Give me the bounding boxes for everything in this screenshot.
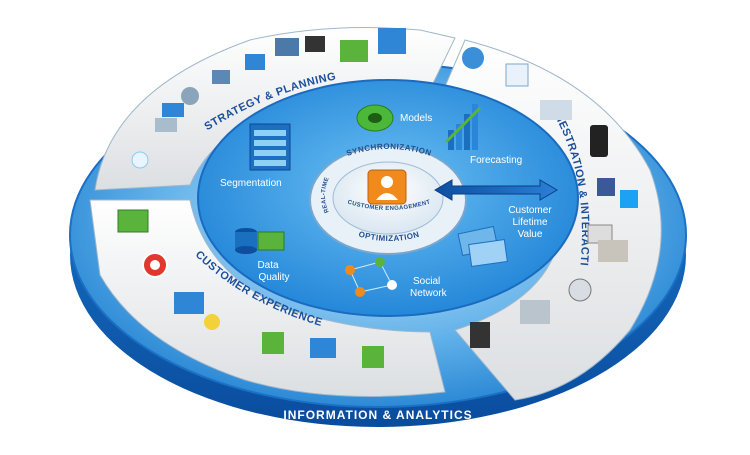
email-at-icon — [568, 278, 592, 302]
social-network-label-1: Social — [413, 276, 440, 287]
data-quality-label-2: Quality — [258, 272, 289, 283]
card-reader-icon — [470, 322, 490, 348]
segment-customer-experience — [89, 199, 446, 397]
clv-label-3: Value — [518, 229, 543, 240]
chart-icon — [162, 103, 184, 117]
monitor-icon — [174, 292, 204, 314]
social-network-icon — [345, 257, 397, 297]
feedback-screen-icon — [117, 209, 149, 233]
segmentation-label: Segmentation — [220, 178, 282, 189]
user-card-icon — [505, 63, 529, 87]
data-quality-database-icon — [235, 228, 285, 254]
customer-person-icon — [367, 169, 407, 205]
information-analytics-label: INFORMATION & ANALYTICS — [283, 408, 472, 422]
smiley-icon — [204, 314, 220, 330]
cash-register-icon — [520, 300, 550, 324]
gear-icon — [181, 87, 199, 105]
bar-graph-icon — [362, 346, 384, 368]
sofa-icon — [598, 240, 628, 262]
models-label: Models — [400, 113, 432, 124]
facebook-icon — [597, 178, 615, 196]
segmentation-panel-icon — [249, 123, 291, 171]
network-icon — [212, 70, 230, 84]
clv-label-2: Lifetime — [512, 217, 547, 228]
forecasting-label: Forecasting — [470, 155, 522, 166]
audience-icon — [540, 100, 572, 120]
globe-icon — [462, 47, 484, 69]
flow-chart-icon — [310, 338, 336, 358]
twitter-icon — [620, 190, 638, 208]
forecasting-bar-chart-icon — [444, 104, 482, 150]
growth-chart-icon — [262, 332, 284, 354]
presentation-icon — [245, 54, 265, 70]
orchestration-icons — [462, 47, 638, 348]
dashboard-icon — [378, 28, 406, 54]
hub-realtime-label: REAL-TIME — [321, 177, 331, 214]
smartphone-icon — [590, 125, 608, 157]
models-gear-icon — [356, 104, 394, 132]
social-network-label-2: Network — [410, 288, 448, 299]
lightbulb-icon — [131, 151, 149, 169]
analytics-icon — [340, 40, 368, 62]
people-icon — [275, 38, 299, 56]
strategy-icons — [131, 28, 406, 169]
hub-opt-label: OPTIMIZATION — [358, 230, 421, 243]
experience-icons — [117, 209, 384, 368]
clv-double-arrow-icon — [434, 179, 558, 201]
clv-label-1: Customer — [508, 205, 552, 216]
clv-cards-icon — [457, 225, 508, 267]
clapperboard-icon — [305, 36, 325, 52]
calendar-icon — [155, 118, 177, 132]
data-quality-label-1: Data — [257, 260, 279, 271]
